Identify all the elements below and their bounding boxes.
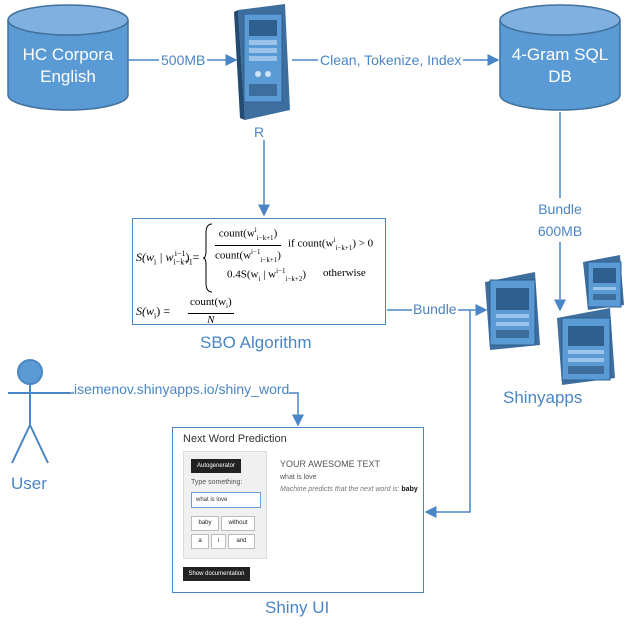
formula-backoff: 0.4S(wi | wi−1i−k+2) [227,267,307,283]
suggestion-button[interactable]: i [211,534,226,549]
output-heading: YOUR AWESOME TEXT [280,459,381,469]
formula-condition: if count(wii−k+1) > 0 [288,236,374,252]
prediction-text: Machine predicts that the next word is: … [280,486,418,493]
sidebar-panel: Autogenerator Type something: what is lo… [183,451,267,559]
sql-db-label: 4-Gram SQL DB [511,45,609,86]
corpora-label: HC Corpora English [22,45,114,86]
type-label: Type something: [191,479,243,486]
suggestion-button[interactable]: without [221,516,255,531]
edge-label-url: isemenov.shinyapps.io/shiny_word [74,381,290,397]
corpora-database [7,4,129,111]
formula-otherwise: otherwise [323,267,366,279]
show-documentation-button[interactable]: Show documentation [183,567,250,581]
autogenerator-button[interactable]: Autogenerator [191,459,241,473]
text-input[interactable]: what is love [191,492,261,508]
shinyapps-label: Shinyapps [503,388,583,407]
app-title: Next Word Prediction [183,433,287,445]
algorithm-label: SBO Algorithm [200,333,312,352]
formula-unigram: S(wi) = [136,304,170,321]
edge-label-500mb: 500MB [159,52,208,68]
edge-label-clean: Clean, Tokenize, Index [318,52,464,68]
output-echo: what is love [280,474,317,481]
shiny-ui-label: Shiny UI [265,598,330,617]
formula-brace [203,223,213,293]
predicted-word: baby [401,486,418,493]
user-label: User [11,474,47,493]
suggestion-button[interactable]: a [191,534,209,549]
edge-label-bundle-600mb: Bundle 600MB [532,198,588,242]
r-server-icon [234,4,290,120]
formula-unigram-ratio: count(wi) N [188,296,234,327]
shinyapps-server-icon-3 [557,308,615,385]
r-label: R [254,124,265,140]
suggestion-button[interactable]: baby [191,516,219,531]
shinyapps-server-icon-1 [485,272,540,350]
sql-database [499,4,621,111]
user-figure-icon [8,359,70,464]
shiny-app-window: Next Word Prediction Autogenerator Type … [172,427,424,593]
arrow-shinyapps-to-ui [424,310,471,518]
shinyapps-server-icon-2 [583,255,624,310]
edge-label-bundle: Bundle [412,301,458,317]
formula-lhs: S(wi | wi−k+1i−1) = [136,249,200,267]
arrow-user-to-ui [70,392,304,427]
sbo-formula-box: S(wi | wi−k+1i−1) = count(wii−k+1) count… [132,218,386,327]
formula-ratio: count(wii−k+1) count(wi−1i−k+1) [215,226,281,264]
suggestion-button[interactable]: and [228,534,255,549]
